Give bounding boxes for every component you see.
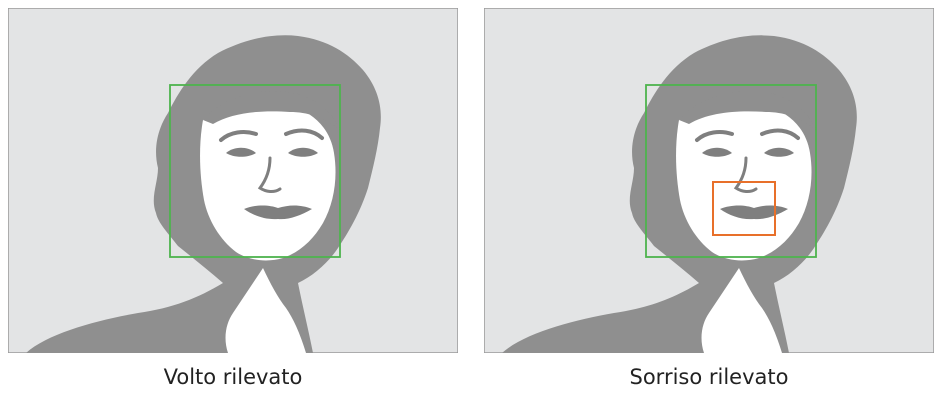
smile-detection-box (712, 181, 776, 236)
smile-detected-scene (484, 8, 934, 353)
face-detected-caption: Volto rilevato (163, 365, 303, 389)
smile-detected-caption: Sorriso rilevato (629, 365, 789, 389)
portrait-illustration (484, 8, 934, 353)
face-detected-illustration (8, 8, 458, 353)
face-detected-scene (8, 8, 458, 353)
smile-detected-illustration (484, 8, 934, 353)
portrait-illustration (8, 8, 458, 353)
face-detection-box (645, 84, 817, 258)
face-detection-box (169, 84, 341, 258)
